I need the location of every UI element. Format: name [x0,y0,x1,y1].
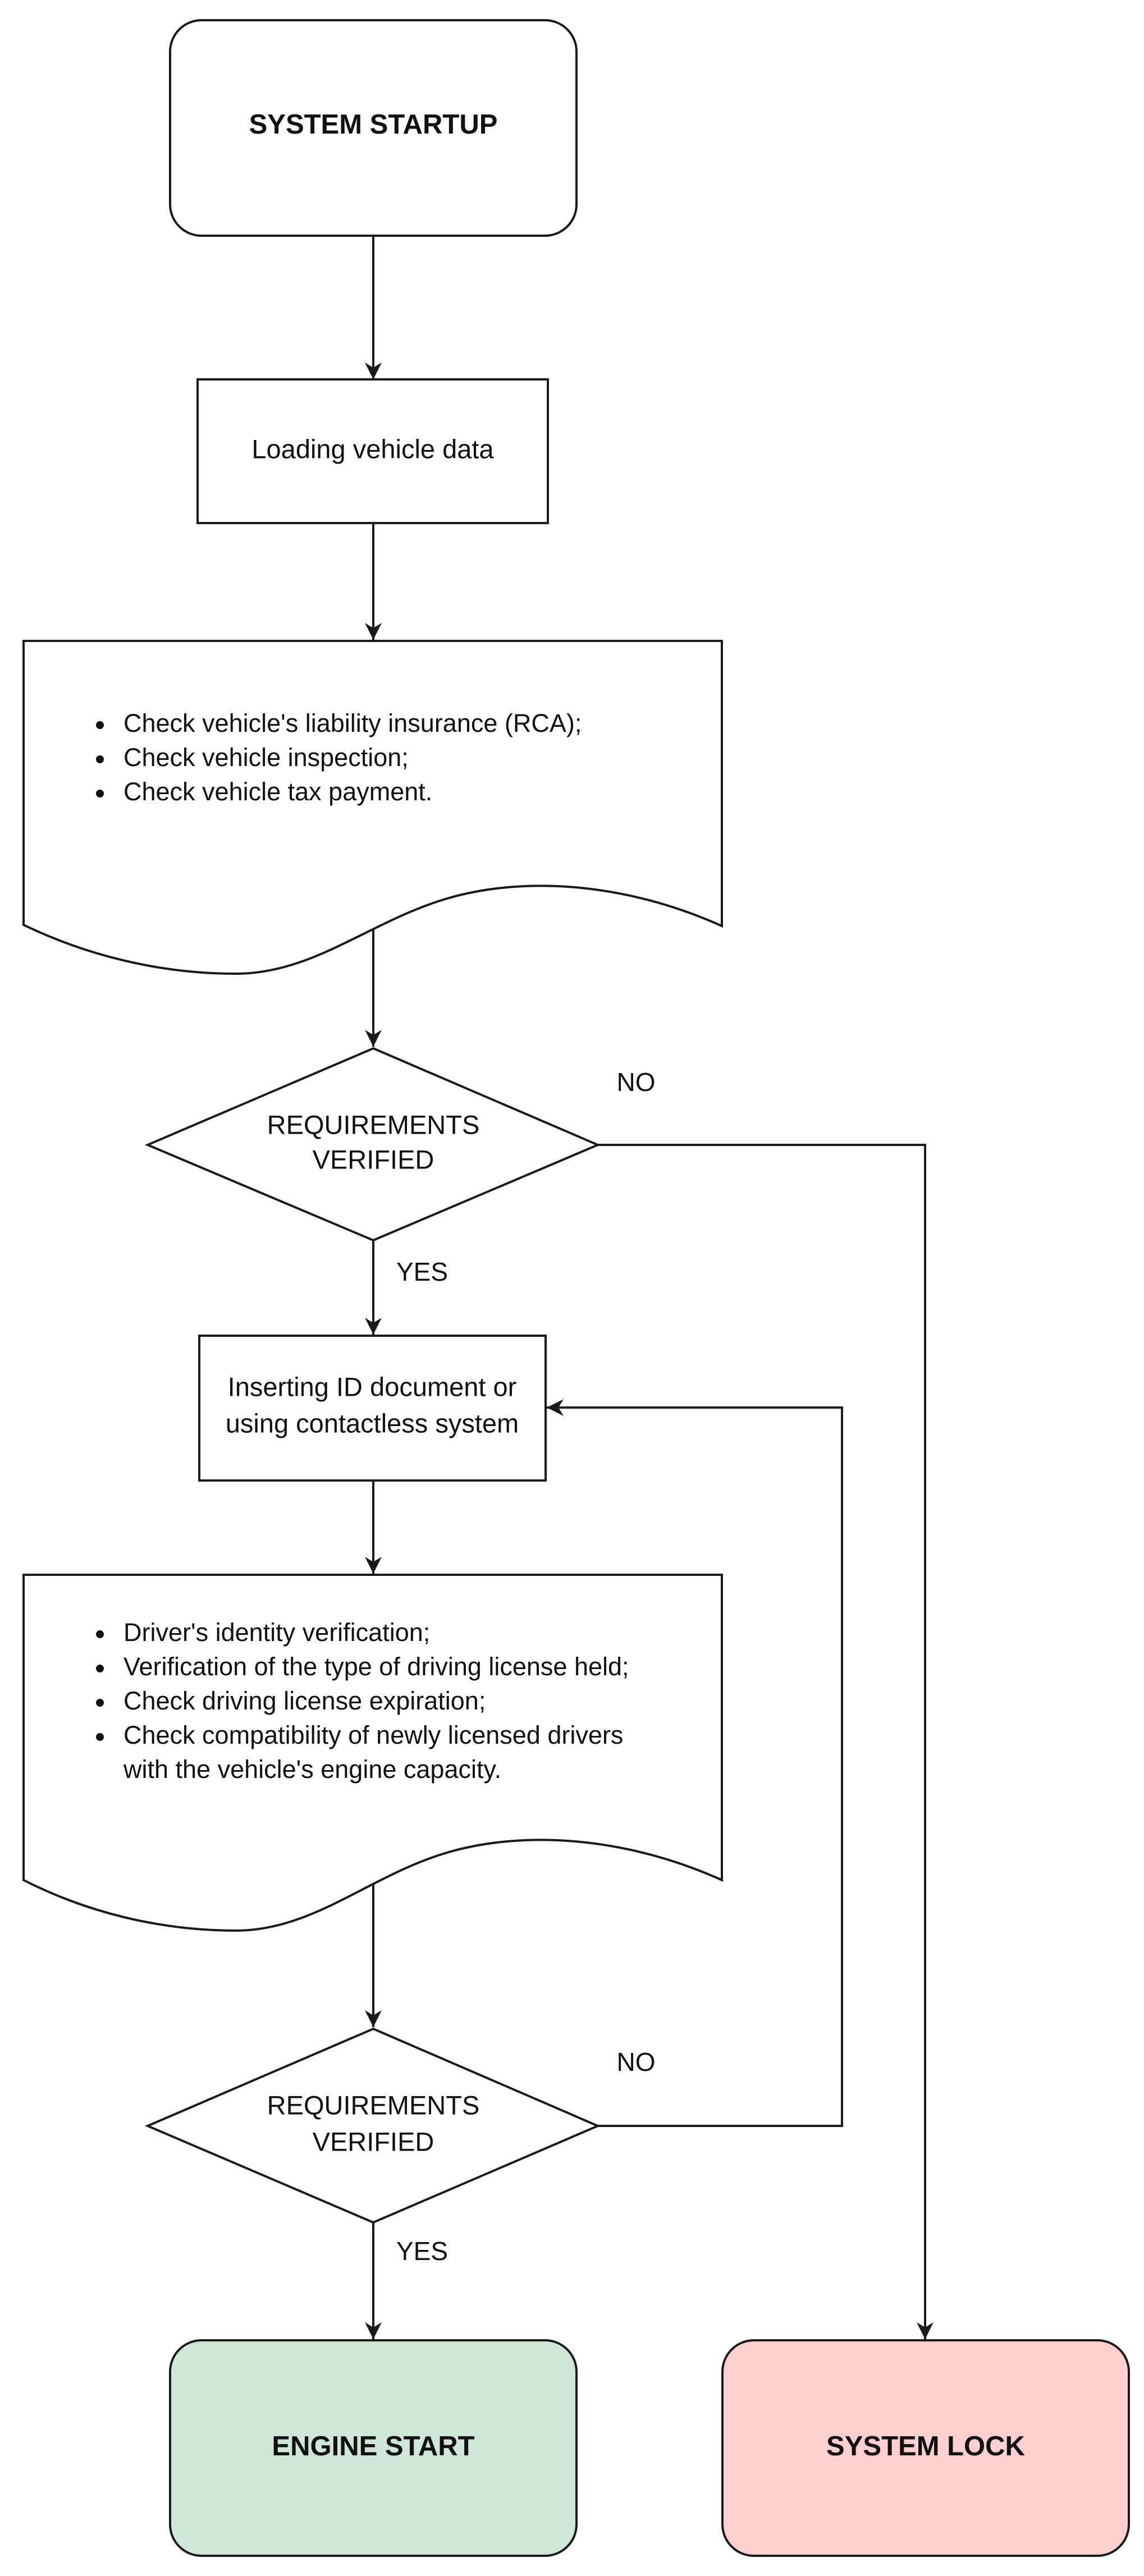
process-shape [196,378,549,524]
bullet-icon [96,1665,104,1672]
decision-shape [144,2027,601,2224]
decision-1-yes-label: YES [396,1257,448,1286]
edge-labels: NO YES NO YES [385,1058,671,2281]
insert-id-label-line-1: Inserting ID document or [228,1372,517,1401]
edge-label-background [603,1058,671,1114]
edge-decision-2-no-loop-to-insert-id [547,1399,843,2127]
bullet-icon [96,790,104,797]
driver-check-item: Check compatibility of newly licensed dr… [123,1721,623,1749]
decision-1-label-line-1: REQUIREMENTS [267,1110,480,1139]
vehicle-check-item: Check vehicle's liability insurance (RCA… [123,709,582,737]
node-decision-requirements-2: REQUIREMENTS VERIFIED [144,2027,601,2224]
decision-2-label-line-2: VERIFIED [313,2126,434,2156]
document-shape [22,1574,723,1932]
terminal-shape [721,2339,1130,2557]
bullet-icon [96,1733,104,1741]
process-shape [198,1335,547,1482]
bullet-icon [96,755,104,763]
engine-start-label: ENGINE START [272,2431,474,2462]
vehicle-check-item: Check vehicle tax payment. [123,777,432,806]
node-driver-checks-document: Driver's identity verification; Verifica… [22,1574,723,1932]
driver-check-item: Driver's identity verification; [123,1618,430,1647]
loading-vehicle-data-label: Loading vehicle data [251,434,494,464]
decision-2-no-label: NO [617,2047,656,2077]
node-loading-vehicle-data: Loading vehicle data [196,378,549,524]
node-insert-id-document: Inserting ID document or using contactle… [198,1335,547,1482]
decision-shape [144,1047,601,1242]
decision-2-label-line-1: REQUIREMENTS [267,2090,480,2120]
edge-label-background [385,2225,457,2281]
edge-label-background [385,1246,457,1302]
vehicle-check-item: Check vehicle inspection; [123,743,409,772]
terminal-shape [169,19,578,237]
driver-check-item: Check driving license expiration; [123,1686,486,1715]
node-system-lock: SYSTEM LOCK [721,2339,1130,2557]
edge-decision-1-no-to-system-lock [598,1144,933,2339]
decision-2-yes-label: YES [396,2236,448,2266]
edges [365,236,933,2339]
bullet-icon [96,1699,104,1707]
driver-check-item-continuation: with the vehicle's engine capacity. [123,1755,501,1784]
edge-label-background [603,2037,671,2093]
node-system-startup: SYSTEM STARTUP [169,19,578,237]
terminal-shape [169,2339,578,2557]
system-startup-label: SYSTEM STARTUP [249,109,498,140]
system-lock-label: SYSTEM LOCK [826,2431,1025,2462]
driver-check-item: Verification of the type of driving lice… [123,1652,629,1681]
decision-1-label-line-2: VERIFIED [313,1144,434,1174]
insert-id-label-line-2: using contactless system [226,1408,519,1438]
bullet-icon [96,721,104,729]
node-decision-requirements-1: REQUIREMENTS VERIFIED [144,1047,601,1242]
node-engine-start: ENGINE START [169,2339,578,2557]
node-vehicle-checks-document: Check vehicle's liability insurance (RCA… [22,640,723,975]
bullet-icon [96,1630,104,1638]
decision-1-no-label: NO [617,1067,656,1097]
document-shape [22,640,723,975]
